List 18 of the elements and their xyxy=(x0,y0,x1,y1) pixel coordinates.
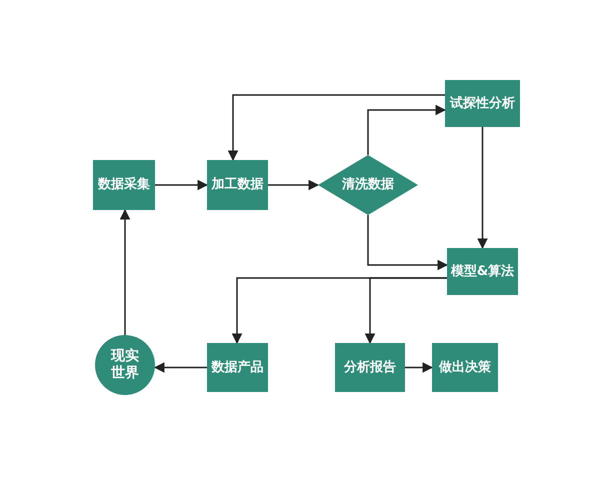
arrow xyxy=(405,362,434,373)
arrow xyxy=(367,215,448,270)
process-box: 数据采集 xyxy=(93,160,155,210)
arrow xyxy=(154,362,207,373)
decision-diamond: 清洗数据 xyxy=(318,155,418,215)
arrow xyxy=(477,127,488,250)
process-box: 模型&算法 xyxy=(447,248,518,295)
process-box: 加工数据 xyxy=(207,160,268,210)
arrow xyxy=(364,277,447,344)
process-box: 分析报告 xyxy=(335,343,405,392)
process-box: 数据产品 xyxy=(207,343,268,392)
process-box: 做出决策 xyxy=(432,343,498,392)
arrow xyxy=(367,104,446,155)
arrow xyxy=(155,180,208,190)
arrow xyxy=(228,94,445,162)
process-box: 试探性分析 xyxy=(445,80,520,127)
arrow xyxy=(268,180,320,190)
arrow xyxy=(120,208,130,335)
